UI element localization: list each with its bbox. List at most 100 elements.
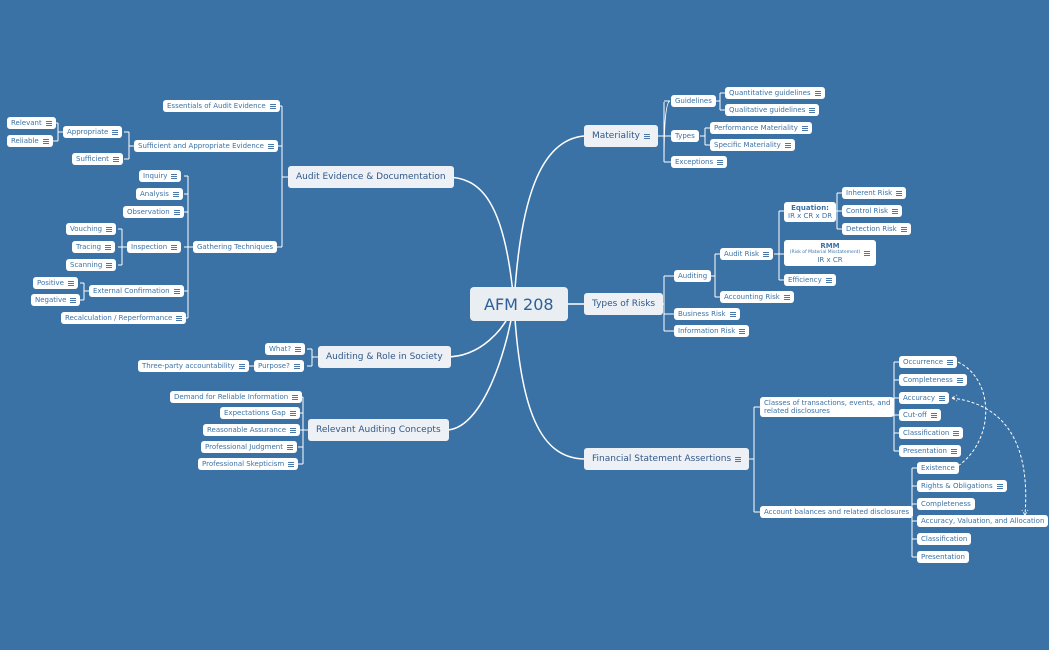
note-icon [45, 120, 52, 126]
node-professional-skepticism[interactable]: Professional Skepticism [198, 458, 299, 470]
note-icon [763, 251, 770, 257]
node-rmm[interactable]: RMM (Risk of Material Misstatement) IR x… [784, 240, 876, 266]
node-rights-obligations[interactable]: Rights & Obligations [917, 480, 1007, 492]
node-business-risk[interactable]: Business Risk [674, 308, 740, 320]
node-inherent-risk[interactable]: Inherent Risk [842, 187, 907, 199]
note-icon [173, 209, 180, 215]
node-auditing[interactable]: Auditing [674, 270, 712, 282]
node-classification-balances[interactable]: Classification [917, 533, 972, 545]
topic-label: Materiality [592, 130, 640, 141]
node-scanning[interactable]: Scanning [66, 259, 117, 271]
topic-financial-statement-assertions[interactable]: Financial Statement Assertions [584, 448, 750, 470]
node-label: Occurrence [903, 357, 944, 366]
node-label: Sufficient and Appropriate Evidence [138, 141, 264, 150]
node-specific-materiality[interactable]: Specific Materiality [710, 139, 795, 151]
topic-audit-evidence[interactable]: Audit Evidence & Documentation [288, 166, 454, 188]
node-label: Types [675, 131, 695, 140]
node-label: Recalculation / Reperformance [65, 313, 173, 322]
node-audit-risk[interactable]: Audit Risk [720, 248, 774, 260]
node-label: related disclosures [764, 407, 830, 415]
node-vouching[interactable]: Vouching [66, 223, 117, 235]
node-performance-materiality[interactable]: Performance Materiality [710, 122, 812, 134]
node-inquiry[interactable]: Inquiry [139, 170, 182, 182]
node-accuracy-valuation-allocation[interactable]: Accuracy, Valuation, and Allocation [917, 515, 1049, 527]
note-icon [947, 359, 954, 365]
node-essentials[interactable]: Essentials of Audit Evidence [163, 100, 280, 112]
note-icon [643, 133, 650, 139]
note-icon [938, 395, 945, 401]
topic-materiality[interactable]: Materiality [584, 125, 658, 147]
node-gathering-techniques[interactable]: Gathering Techniques [193, 241, 278, 253]
node-cut-off[interactable]: Cut-off [899, 409, 941, 421]
node-information-risk[interactable]: Information Risk [674, 325, 750, 337]
node-observation[interactable]: Observation [123, 206, 184, 218]
node-tracing[interactable]: Tracing [72, 241, 116, 253]
node-label: Positive [37, 278, 64, 287]
node-detection-risk[interactable]: Detection Risk [842, 223, 911, 235]
node-classification[interactable]: Classification [899, 427, 964, 439]
node-exceptions[interactable]: Exceptions [671, 156, 728, 168]
node-equation[interactable]: Equation:IR x CR x DR [784, 202, 837, 222]
node-label: Professional Skepticism [202, 459, 285, 468]
topic-auditing-role-in-society[interactable]: Auditing & Role in Society [318, 346, 451, 368]
note-icon [172, 191, 179, 197]
node-what[interactable]: What? [265, 343, 306, 355]
note-icon [171, 173, 178, 179]
note-icon [290, 427, 296, 433]
node-label: Rights & Obligations [921, 481, 993, 490]
note-icon [953, 430, 960, 436]
node-analysis[interactable]: Analysis [136, 188, 183, 200]
node-recalculation[interactable]: Recalculation / Reperformance [61, 312, 187, 324]
node-account-balances[interactable]: Account balances and related disclosures [760, 506, 914, 518]
node-qualitative-guidelines[interactable]: Qualitative guidelines [725, 104, 820, 116]
node-label: Completeness [921, 499, 971, 508]
node-sufficient-appropriate[interactable]: Sufficient and Appropriate Evidence [134, 140, 278, 152]
node-demand-reliable-information[interactable]: Demand for Reliable Information [170, 391, 303, 403]
node-external-confirmation[interactable]: External Confirmation [89, 285, 184, 297]
topic-label: Auditing & Role in Society [326, 351, 443, 362]
node-label: Sufficient [76, 154, 109, 163]
node-label: Relevant [11, 118, 42, 127]
rmm-subtitle-row: (Risk of Material Misstatement) [790, 250, 871, 256]
node-occurrence[interactable]: Occurrence [899, 356, 958, 368]
node-inspection[interactable]: Inspection [127, 241, 182, 253]
topic-label: Types of Risks [592, 298, 656, 309]
node-presentation-balances[interactable]: Presentation [917, 551, 969, 563]
node-relevant[interactable]: Relevant [7, 117, 56, 129]
note-icon [112, 156, 119, 162]
note-icon [267, 143, 274, 149]
node-label: Exceptions [675, 157, 714, 166]
node-presentation[interactable]: Presentation [899, 445, 961, 457]
note-icon [173, 288, 180, 294]
node-existence[interactable]: Existence [917, 462, 959, 474]
node-efficiency[interactable]: Efficiency [784, 274, 836, 286]
note-icon [288, 461, 295, 467]
node-quantitative-guidelines[interactable]: Quantitative guidelines [725, 87, 825, 99]
note-icon [106, 262, 113, 268]
node-reliable[interactable]: Reliable [7, 135, 53, 147]
root-topic[interactable]: AFM 208 [470, 287, 568, 321]
node-reasonable-assurance[interactable]: Reasonable Assurance [203, 424, 300, 436]
node-accuracy[interactable]: Accuracy [899, 392, 949, 404]
node-label: External Confirmation [93, 286, 170, 295]
note-icon [864, 250, 871, 256]
node-completeness-balances[interactable]: Completeness [917, 498, 975, 510]
node-guidelines[interactable]: Guidelines [671, 95, 716, 107]
node-sufficient[interactable]: Sufficient [72, 153, 123, 165]
node-completeness[interactable]: Completeness [899, 374, 967, 386]
node-control-risk[interactable]: Control Risk [842, 205, 903, 217]
node-expectations-gap[interactable]: Expectations Gap [220, 407, 300, 419]
topic-relevant-auditing-concepts[interactable]: Relevant Auditing Concepts [308, 419, 449, 441]
node-positive[interactable]: Positive [33, 277, 78, 289]
note-icon [809, 107, 816, 113]
node-purpose[interactable]: Purpose? [254, 360, 304, 372]
node-negative[interactable]: Negative [31, 294, 81, 306]
node-types[interactable]: Types [671, 130, 699, 142]
node-label: Gathering Techniques [197, 242, 274, 251]
node-three-party-accountability[interactable]: Three-party accountability [138, 360, 249, 372]
topic-types-of-risks[interactable]: Types of Risks [584, 293, 664, 315]
node-professional-judgment[interactable]: Professional Judgment [201, 441, 297, 453]
node-accounting-risk[interactable]: Accounting Risk [720, 291, 794, 303]
node-appropriate[interactable]: Appropriate [63, 126, 123, 138]
